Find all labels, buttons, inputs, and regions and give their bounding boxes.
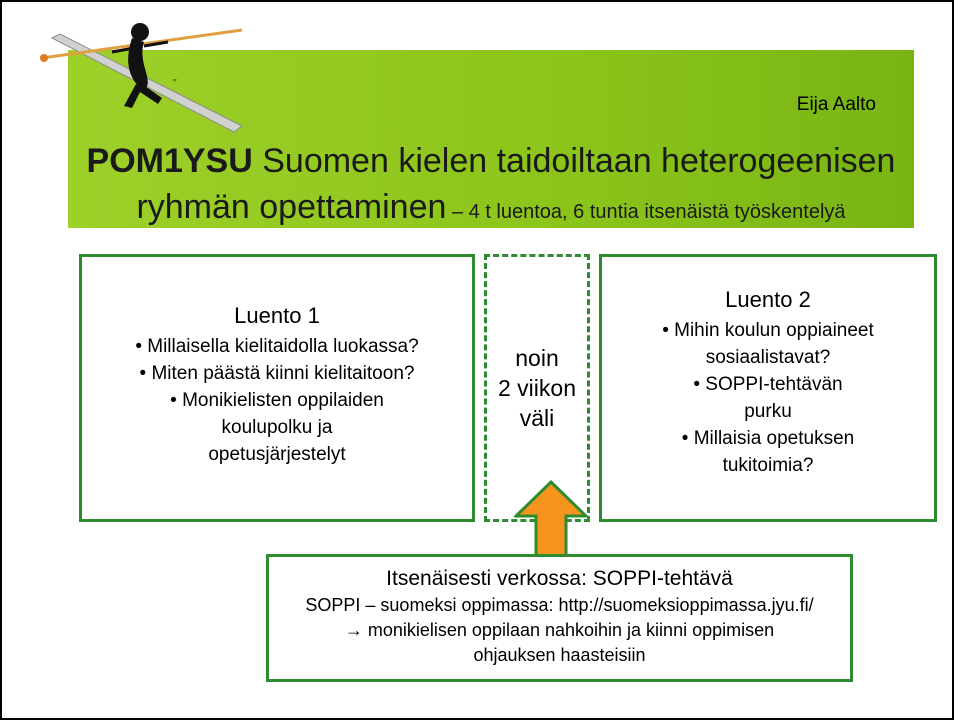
author-name: Eija Aalto — [796, 94, 876, 115]
lecture-2-box: Luento 2 • Mihin koulun oppiaineet sosia… — [599, 254, 937, 522]
list-item: • Mihin koulun oppiaineet — [662, 320, 874, 341]
lecture-1-list: Millaisella kielitaidolla luokassa? Mite… — [82, 333, 472, 414]
lecture-1-title: Luento 1 — [234, 303, 320, 328]
self-study-title: Itsenäisesti verkossa: SOPPI-tehtävä — [386, 567, 733, 590]
title-subtitle: – 4 t luentoa, 6 tuntia itsenäistä työsk… — [446, 201, 846, 223]
lecture-1-box: Luento 1 Millaisella kielitaidolla luoka… — [79, 254, 475, 522]
title-text-1: Suomen kielen taidoiltaan heterogeenisen — [262, 142, 896, 180]
list-item-continuation: opetusjärjestelyt — [208, 444, 346, 465]
list-item: • Millaisia opetuksen — [681, 428, 855, 449]
list-item: Millaisella kielitaidolla luokassa? — [82, 333, 472, 360]
list-item: Miten päästä kiinni kielitaitoon? — [82, 360, 472, 387]
tightrope-walker-figure: ” — [40, 23, 243, 133]
interval-line: 2 viikon — [498, 375, 576, 401]
interval-line: noin — [515, 345, 559, 371]
title-line-2: ryhmän opettaminen – 4 t luentoa, 6 tunt… — [68, 184, 914, 235]
list-item: Monikielisten oppilaiden — [82, 387, 472, 414]
list-item: tukitoimia? — [722, 455, 814, 476]
interval-text: noin 2 viikon väli — [487, 343, 587, 433]
title-text-2: ryhmän opettaminen — [136, 188, 447, 226]
slide-title: POM1YSU Suomen kielen taidoiltaan hetero… — [68, 138, 914, 235]
course-code: POM1YSU — [86, 142, 253, 180]
interval-line: väli — [519, 405, 555, 431]
list-item: purku — [744, 401, 792, 422]
list-item: • SOPPI-tehtävän — [693, 374, 843, 395]
list-item: sosiaalistavat? — [705, 347, 831, 368]
title-banner: Eija Aalto POM1YSU Suomen kielen taidoil… — [68, 50, 914, 228]
interval-box: noin 2 viikon väli — [484, 254, 590, 522]
self-study-line-1: SOPPI – suomeksi oppimassa: http://suome… — [305, 595, 814, 615]
lecture-2-title: Luento 2 — [725, 287, 811, 312]
self-study-line-2: → monikielisen oppilaan nahkoihin ja kii… — [344, 620, 775, 640]
self-study-line-3: ohjauksen haasteisiin — [473, 645, 646, 665]
self-study-box: Itsenäisesti verkossa: SOPPI-tehtävä SOP… — [266, 554, 853, 682]
title-line-1: POM1YSU Suomen kielen taidoiltaan hetero… — [68, 138, 914, 184]
list-item-continuation: koulupolku ja — [221, 417, 333, 438]
svg-text:”: ” — [172, 78, 177, 89]
